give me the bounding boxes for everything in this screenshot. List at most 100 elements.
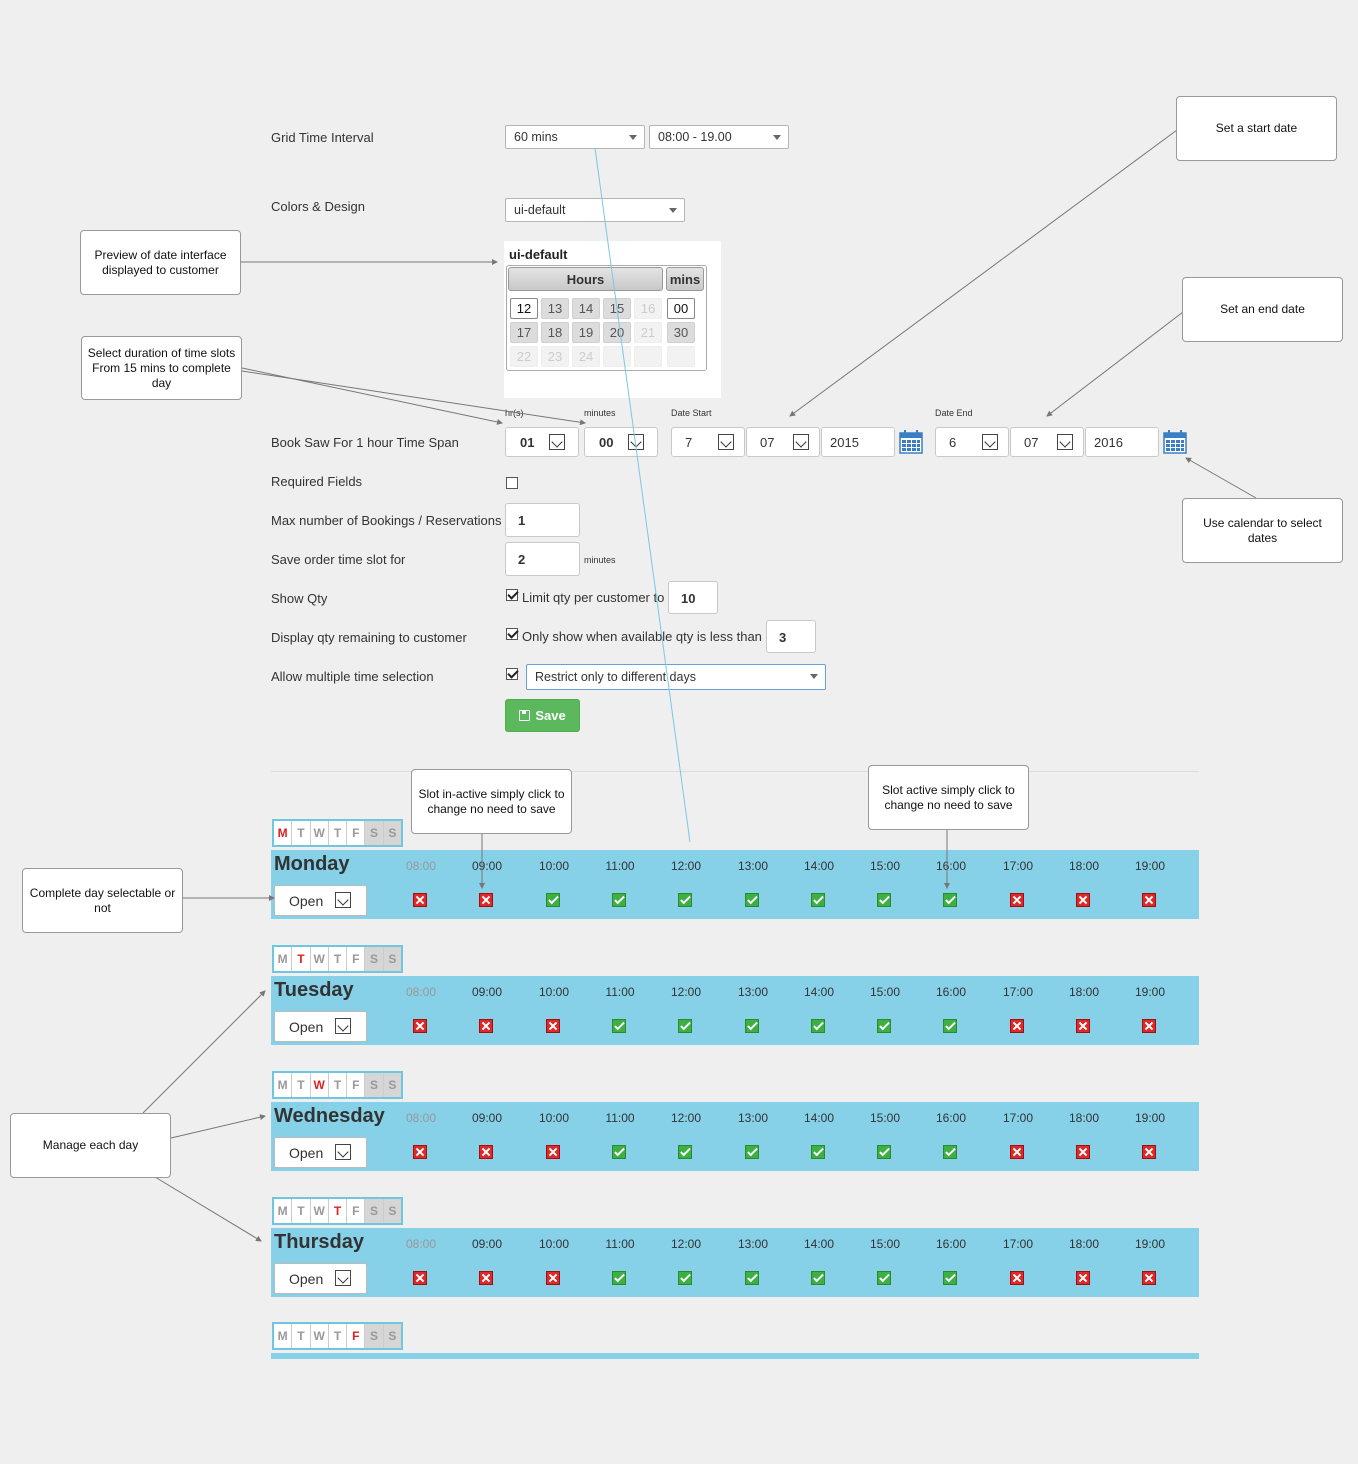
slot-active-icon[interactable] <box>745 1145 759 1159</box>
limit-qty-checkbox[interactable] <box>506 589 518 601</box>
slot-inactive-icon[interactable] <box>546 1271 560 1285</box>
slot-active-icon[interactable] <box>943 1271 957 1285</box>
slot-inactive-icon[interactable] <box>1010 1271 1024 1285</box>
weekday-toggle[interactable]: W <box>311 947 329 971</box>
slot-inactive-icon[interactable] <box>1010 893 1024 907</box>
slot-active-icon[interactable] <box>877 1271 891 1285</box>
slot-active-icon[interactable] <box>745 1019 759 1033</box>
slot-active-icon[interactable] <box>612 1145 626 1159</box>
slot-inactive-icon[interactable] <box>1076 1145 1090 1159</box>
day-open-select[interactable]: Open <box>274 885 367 916</box>
slot-active-icon[interactable] <box>678 1271 692 1285</box>
theme-select[interactable]: ui-default <box>505 198 685 222</box>
weekday-toggle[interactable]: S <box>383 947 401 971</box>
start-day-select[interactable]: 7 <box>671 427 745 457</box>
weekday-toggle[interactable]: T <box>292 1324 311 1348</box>
slot-inactive-icon[interactable] <box>413 893 427 907</box>
weekday-toggle[interactable]: S <box>365 1324 384 1348</box>
weekday-toggle[interactable]: M <box>274 1073 293 1097</box>
hour-cell[interactable]: 13 <box>541 298 569 319</box>
slot-inactive-icon[interactable] <box>413 1019 427 1033</box>
weekday-toggle[interactable]: F <box>347 1324 366 1348</box>
slot-active-icon[interactable] <box>811 893 825 907</box>
hour-cell[interactable]: 12 <box>510 298 538 319</box>
weekday-toggle[interactable]: F <box>347 1073 366 1097</box>
hour-cell[interactable]: 18 <box>541 322 569 343</box>
weekday-toggle[interactable]: F <box>347 821 366 845</box>
time-range-select[interactable]: 08:00 - 19.00 <box>649 125 789 149</box>
slot-inactive-icon[interactable] <box>1142 893 1156 907</box>
slot-active-icon[interactable] <box>612 1019 626 1033</box>
weekday-toggle[interactable]: S <box>365 821 384 845</box>
save-order-input[interactable]: 2 <box>505 542 580 576</box>
weekday-toggle[interactable]: M <box>274 1199 293 1223</box>
slot-active-icon[interactable] <box>811 1271 825 1285</box>
slot-inactive-icon[interactable] <box>546 1145 560 1159</box>
min-cell[interactable]: 00 <box>667 298 695 319</box>
end-month-select[interactable]: 07 <box>1010 427 1084 457</box>
slot-active-icon[interactable] <box>943 1145 957 1159</box>
slot-inactive-icon[interactable] <box>1010 1145 1024 1159</box>
slot-inactive-icon[interactable] <box>479 1145 493 1159</box>
slot-inactive-icon[interactable] <box>413 1271 427 1285</box>
weekday-toggle[interactable]: T <box>329 821 348 845</box>
weekday-toggle[interactable]: S <box>365 947 384 971</box>
hour-cell[interactable]: 19 <box>572 322 600 343</box>
only-show-input[interactable]: 3 <box>766 620 816 653</box>
calendar-icon[interactable] <box>899 430 923 454</box>
weekday-toggle[interactable]: M <box>274 947 293 971</box>
required-checkbox[interactable] <box>506 477 518 489</box>
slot-inactive-icon[interactable] <box>413 1145 427 1159</box>
slot-active-icon[interactable] <box>877 893 891 907</box>
slot-inactive-icon[interactable] <box>1142 1271 1156 1285</box>
weekday-toggle[interactable]: S <box>365 1199 384 1223</box>
slot-inactive-icon[interactable] <box>546 1019 560 1033</box>
day-open-select[interactable]: Open <box>274 1263 367 1294</box>
start-year-input[interactable]: 2015 <box>821 427 895 457</box>
weekday-toggle[interactable]: S <box>383 1324 401 1348</box>
slot-inactive-icon[interactable] <box>479 1271 493 1285</box>
end-year-input[interactable]: 2016 <box>1085 427 1159 457</box>
weekday-toggle[interactable]: W <box>311 1073 329 1097</box>
only-show-checkbox[interactable] <box>506 628 518 640</box>
weekday-toggle[interactable]: W <box>311 1199 329 1223</box>
weekday-toggle[interactable]: F <box>347 947 366 971</box>
slot-active-icon[interactable] <box>678 893 692 907</box>
slot-inactive-icon[interactable] <box>1076 1271 1090 1285</box>
weekday-toggle[interactable]: T <box>292 1199 311 1223</box>
weekday-toggle[interactable]: S <box>365 1073 384 1097</box>
hours-select[interactable]: 01 <box>505 427 579 457</box>
weekday-toggle[interactable]: W <box>311 1324 329 1348</box>
weekday-toggle[interactable]: S <box>383 821 401 845</box>
slot-inactive-icon[interactable] <box>1010 1019 1024 1033</box>
slot-active-icon[interactable] <box>678 1019 692 1033</box>
hour-cell[interactable]: 14 <box>572 298 600 319</box>
slot-inactive-icon[interactable] <box>479 1019 493 1033</box>
slot-active-icon[interactable] <box>943 1019 957 1033</box>
start-month-select[interactable]: 07 <box>746 427 820 457</box>
interval-select[interactable]: 60 mins <box>505 125 645 149</box>
slot-inactive-icon[interactable] <box>479 893 493 907</box>
weekday-toggle[interactable]: M <box>274 821 293 845</box>
weekday-toggle[interactable]: T <box>329 1324 348 1348</box>
end-day-select[interactable]: 6 <box>935 427 1009 457</box>
weekday-toggle[interactable]: T <box>292 821 311 845</box>
calendar-icon[interactable] <box>1163 430 1187 454</box>
weekday-toggle[interactable]: T <box>329 1073 348 1097</box>
save-button[interactable]: Save <box>505 699 580 732</box>
slot-active-icon[interactable] <box>811 1019 825 1033</box>
weekday-toggle[interactable]: F <box>347 1199 366 1223</box>
slot-active-icon[interactable] <box>612 1271 626 1285</box>
min-cell[interactable]: 30 <box>667 322 695 343</box>
slot-active-icon[interactable] <box>612 893 626 907</box>
slot-active-icon[interactable] <box>811 1145 825 1159</box>
slot-inactive-icon[interactable] <box>1142 1145 1156 1159</box>
slot-active-icon[interactable] <box>745 893 759 907</box>
weekday-toggle[interactable]: M <box>274 1324 293 1348</box>
slot-active-icon[interactable] <box>546 893 560 907</box>
weekday-toggle[interactable]: W <box>311 821 329 845</box>
slot-active-icon[interactable] <box>943 893 957 907</box>
restrict-select[interactable]: Restrict only to different days <box>526 664 826 690</box>
max-input[interactable]: 1 <box>505 503 580 537</box>
hour-cell[interactable]: 17 <box>510 322 538 343</box>
